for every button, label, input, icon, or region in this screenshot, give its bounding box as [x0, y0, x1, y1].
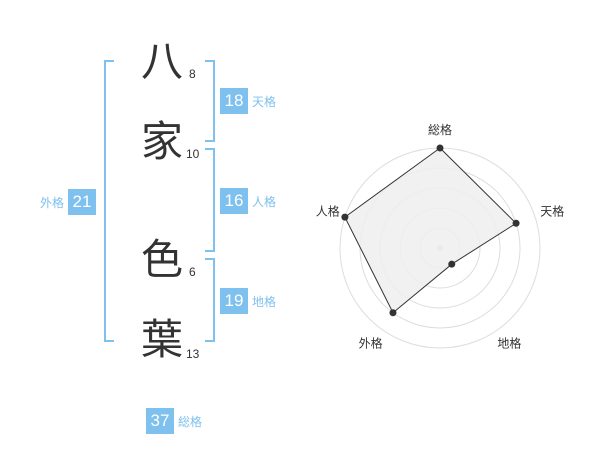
- jinkaku-badge: 16 人格: [220, 188, 276, 214]
- stroke-count-3: 6: [189, 265, 196, 279]
- jinkaku-label: 人格: [252, 194, 277, 209]
- radar-axis-label-5: 人格: [316, 204, 340, 219]
- stroke-count-2: 10: [186, 147, 200, 161]
- soukaku-badge: 37 総格: [146, 408, 202, 434]
- jinkaku-value: 16: [220, 188, 248, 214]
- tenkaku-badge: 18 天格: [220, 88, 276, 114]
- gaikaku-badge: 外格 21: [40, 189, 97, 215]
- tenkaku-bracket: [205, 60, 215, 142]
- gaikaku-label: 外格: [40, 195, 65, 210]
- radar-point-3: [448, 260, 456, 268]
- radar-point-1: [436, 144, 444, 152]
- stroke-count-4: 13: [186, 347, 200, 361]
- soukaku-label: 総格: [178, 414, 203, 429]
- gaikaku-bracket: [104, 60, 114, 342]
- chikaku-value: 19: [220, 288, 248, 314]
- radar-axis-label-3: 地格: [497, 335, 521, 350]
- radar-point-2: [512, 219, 520, 227]
- name-char-1: 八: [140, 37, 183, 86]
- chikaku-badge: 19 地格: [220, 288, 276, 314]
- name-char-4: 葉: [140, 315, 183, 364]
- radar-point-5: [341, 213, 349, 221]
- chikaku-bracket: [205, 258, 215, 342]
- stroke-count-1: 8: [189, 67, 196, 81]
- chikaku-label: 地格: [252, 294, 277, 309]
- jinkaku-bracket: [205, 148, 215, 252]
- gaikaku-value: 21: [68, 189, 97, 215]
- radar-axis-label-4: 外格: [359, 335, 383, 350]
- tenkaku-value: 18: [220, 88, 248, 114]
- radar-axis-label-2: 天格: [540, 204, 564, 219]
- soukaku-value: 37: [146, 408, 174, 434]
- tenkaku-label: 天格: [252, 94, 277, 109]
- name-char-3: 色: [140, 235, 183, 284]
- radar-polygon: [344, 147, 517, 314]
- name-char-2: 家: [140, 117, 183, 166]
- radar-point-4: [389, 309, 397, 317]
- radar-axis-label-1: 総格: [428, 122, 452, 137]
